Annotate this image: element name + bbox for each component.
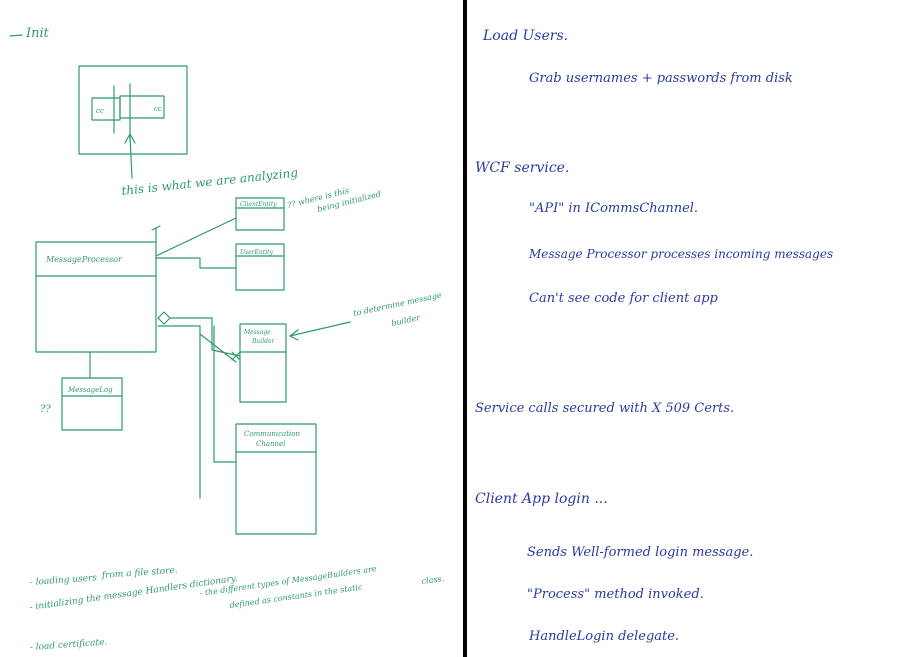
note-load-certificate: - load certificate.: [30, 638, 108, 653]
note-class: class.: [421, 574, 445, 586]
note-from-file-store: from a file store.: [101, 566, 179, 581]
class-message-builder-label-1: Message: [243, 329, 271, 336]
builder-annotation-arrowhead: [289, 329, 299, 341]
class-client-entity: [235, 197, 285, 231]
heading-init: Init: [25, 26, 50, 41]
line-client-login: Client App login ...: [475, 491, 608, 507]
line-api-channel: "API" in ICommsChannel.: [529, 201, 698, 216]
note-loading-users: - loading users: [30, 573, 98, 588]
line-sends-login: Sends Well-formed login message.: [527, 545, 753, 560]
small-box-right-label: cc: [154, 105, 162, 113]
page-divider: [463, 0, 467, 657]
class-message-processor: [35, 241, 157, 353]
class-comms-channel-label-1: Communication: [244, 430, 300, 438]
class-message-processor-label: MessageProcessor: [45, 255, 123, 264]
class-message-log: [61, 377, 123, 431]
link-processor-user: [155, 257, 237, 269]
analysis-arrow: [129, 135, 133, 179]
aggregation-diamond: [157, 311, 171, 325]
right-notebook-page: Load Users. Grab usernames + passwords f…: [467, 0, 910, 657]
link-processor-client: [155, 217, 237, 257]
annotation-determine-builder-1: to determine message: [353, 290, 443, 318]
class-message-builder: [239, 323, 287, 403]
class-user-entity: [235, 243, 285, 291]
small-box-left-label: cc: [96, 107, 104, 115]
analysis-arrowhead: [124, 133, 136, 144]
class-message-builder-label-2: Builder: [251, 338, 276, 345]
line-wcf-service: WCF service.: [475, 160, 569, 176]
class-user-entity-label: UserEntity: [240, 249, 274, 256]
heading-dash: [9, 34, 23, 37]
line-message-processor: Message Processor processes incoming mes…: [528, 247, 833, 261]
top-diagram-box: [78, 65, 188, 155]
line-handle-login: HandleLogin delegate.: [528, 629, 679, 644]
question-marks: ??: [40, 404, 51, 415]
left-notebook-page: Init cc cc this is what we are analyzing…: [9, 26, 445, 653]
small-box-right: [119, 95, 165, 119]
class-comms-channel: [235, 423, 317, 535]
class-message-log-label: MessageLog: [67, 386, 113, 394]
line-grab-usernames: Grab usernames + passwords from disk: [529, 71, 793, 86]
line-process-method: "Process" method invoked.: [527, 587, 704, 602]
line-service-secured: Service calls secured with X 509 Certs.: [475, 401, 734, 416]
line-load-users: Load Users.: [482, 28, 568, 44]
annotation-determine-builder-2: builder: [391, 313, 422, 328]
builder-x-mark-2: [231, 351, 241, 361]
class-client-entity-label: ClientEntity: [240, 201, 277, 208]
link-processor-builder: [169, 317, 241, 357]
uml-diagram-sketch: Init cc cc this is what we are analyzing…: [9, 26, 445, 653]
builder-annotation-arrow: [289, 321, 351, 337]
class-comms-channel-label-2: Channel: [256, 440, 285, 448]
annotation-analyzing: this is what we are analyzing: [121, 166, 299, 198]
link-processor-builder-2: [157, 325, 237, 363]
right-page-notes: Load Users. Grab usernames + passwords f…: [475, 28, 833, 644]
link-x-mark: [151, 225, 161, 231]
link-builder-channel: [213, 325, 237, 463]
line-cant-see-code: Can't see code for client app: [529, 291, 719, 306]
